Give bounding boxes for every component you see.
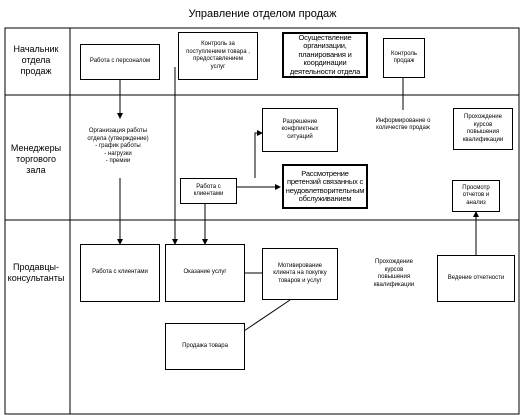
box-work-with-staff: Работа с персоналом: [80, 44, 160, 80]
box-work-with-clients: Работа с клиентами: [80, 244, 160, 302]
box-work-organization: Организация работы отдела (утверждение) …: [87, 128, 149, 165]
box-control-supply: Контроль за поступлением товара , предос…: [178, 32, 258, 80]
box-conflict-resolution: Разрешение конфликтных ситуаций: [262, 108, 338, 152]
box-org-planning: Осуществление организации, планирования …: [282, 32, 368, 78]
lane-label-sellers: Продавцы- консультанты: [7, 262, 65, 283]
box-reporting: Ведение отчетности: [437, 255, 515, 302]
arrow-clients-to-conflicts: [254, 130, 263, 178]
box-training-sellers: Прохождение курсов повышения квалификаци…: [373, 259, 415, 288]
box-motivation: Мотивирование клиента на покупку товаров…: [262, 248, 338, 300]
diagram-title: Управление отделом продаж: [188, 8, 337, 20]
box-sales-info: Информирование о количестве продаж: [375, 117, 431, 132]
outer-frame: [4, 27, 520, 415]
box-service: Оказание услуг: [165, 244, 245, 302]
lane-label-head: Начальник отдела продаж: [13, 44, 59, 76]
box-complaints: Рассмотрение претензий связанных с неудо…: [282, 164, 368, 209]
box-training-managers: Прохождение курсов повышения квалификаци…: [453, 108, 513, 150]
box-product-sale: Продажа товара: [165, 323, 245, 370]
arrow-motivation-to-sale: [237, 299, 291, 336]
box-work-with-clients-manager: Работа с клиентами: [180, 178, 237, 204]
lane-label-managers: Менеджеры торгового зала: [10, 143, 62, 175]
box-view-reports: Просмотр отчетов и анализ: [452, 180, 500, 212]
box-sales-control: Контроль продаж: [383, 38, 425, 78]
